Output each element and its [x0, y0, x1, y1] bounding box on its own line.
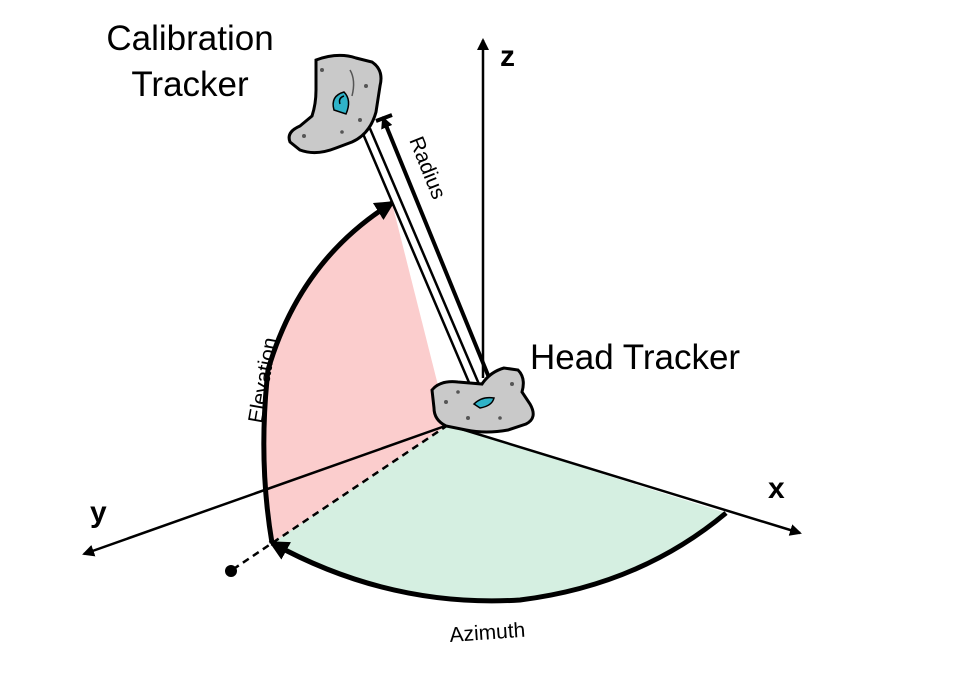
azimuth-sector: [272, 425, 726, 601]
azimuth-label: Azimuth: [449, 619, 526, 647]
elevation-arc: [261, 200, 396, 544]
azimuth-arc: [268, 511, 728, 604]
x-axis: [447, 423, 802, 536]
radius-arrow: [381, 116, 492, 381]
projection-line: [231, 423, 449, 572]
calibration-tracker-label-line1: Calibration: [106, 19, 273, 58]
y-axis-label: y: [90, 496, 107, 529]
head-tracker-icon: [430, 366, 535, 434]
tracker-connector-inner: [363, 128, 479, 390]
head-tracker-label: Head Tracker: [530, 338, 740, 377]
z-axis-label: z: [500, 40, 515, 73]
calibration-tracker-icon: [287, 53, 383, 155]
projection-point: [225, 565, 237, 577]
elevation-sector: [263, 203, 448, 543]
x-axis-label: x: [768, 472, 785, 505]
radius-arrow-cap: [375, 113, 393, 123]
calibration-tracker-label-line2: Tracker: [131, 65, 249, 104]
